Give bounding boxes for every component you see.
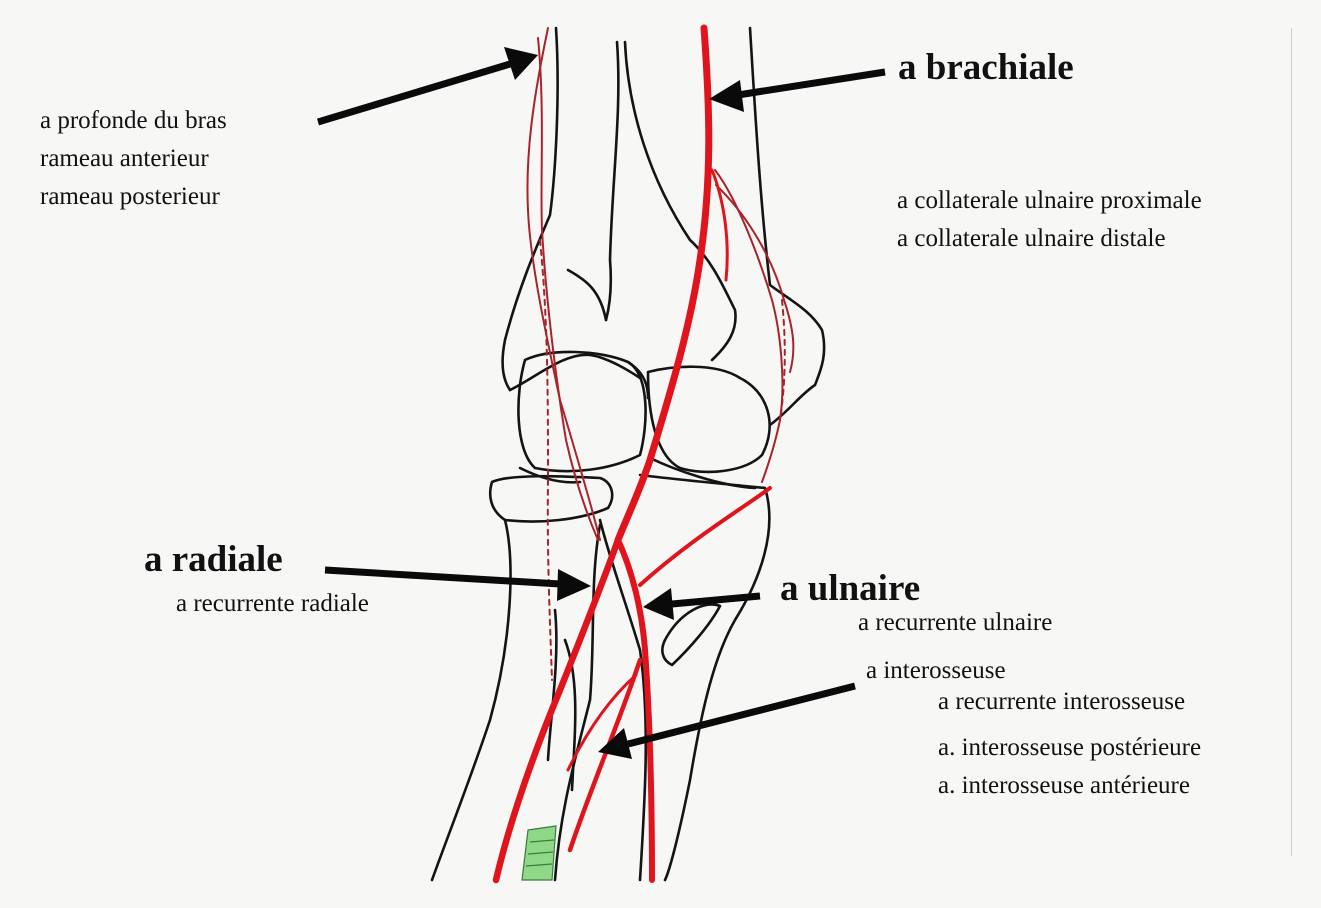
label-rameau-posterieur: rameau posterieur [40, 183, 220, 210]
arrow-interosseuse [598, 682, 856, 759]
arrow-ulnaire [643, 588, 761, 620]
label-brachiale: a brachiale [898, 47, 1074, 88]
radial-recurrent-vessel [537, 37, 599, 541]
right-edge-line [1291, 28, 1292, 856]
label-recurrente-radiale: a recurrente radiale [176, 590, 369, 617]
label-ulnaire: a ulnaire [780, 568, 921, 609]
label-interosseuse: a interosseuse [866, 657, 1006, 684]
label-collaterale-distale: a collaterale ulnaire distale [897, 225, 1166, 252]
recurrent-dashed-left [539, 239, 553, 681]
label-rameau-anterieur: rameau anterieur [40, 145, 209, 172]
collateral-ulnar-distal-vessel [715, 184, 795, 373]
brachial-side-branch [710, 168, 729, 282]
arrow-profonde [316, 47, 538, 126]
collateral-ulnar-proximal-vessel [714, 169, 784, 483]
interosseous-membrane [521, 825, 557, 881]
humerus-outline [501, 26, 826, 427]
recurrent-dashed-right [779, 299, 786, 421]
label-recurrente-ulnaire: a recurrente ulnaire [858, 609, 1053, 636]
interosseous-recurrent-artery [566, 673, 638, 772]
arrow-brachiale [709, 68, 886, 112]
label-interosseuse-posterieure: a. interosseuse postérieure [938, 734, 1202, 761]
label-interosseuse-anterieure: a. interosseuse antérieure [938, 772, 1190, 799]
arrow-radiale [324, 566, 591, 601]
label-recurrente-interosseuse: a recurrente interosseuse [938, 688, 1186, 715]
radial-artery [492, 536, 622, 884]
label-radiale: a radiale [144, 539, 283, 580]
ulnar-artery [615, 537, 655, 883]
label-profonde-du-bras: a profonde du bras [40, 107, 227, 134]
deep-brachial-vessel [526, 27, 601, 541]
interosseous-artery [567, 657, 643, 853]
radius-outline [430, 474, 614, 882]
label-collaterale-proximale: a collaterale ulnaire proximale [897, 187, 1202, 214]
brachial-artery [614, 24, 713, 544]
ulnar-recurrent-artery [638, 486, 772, 587]
